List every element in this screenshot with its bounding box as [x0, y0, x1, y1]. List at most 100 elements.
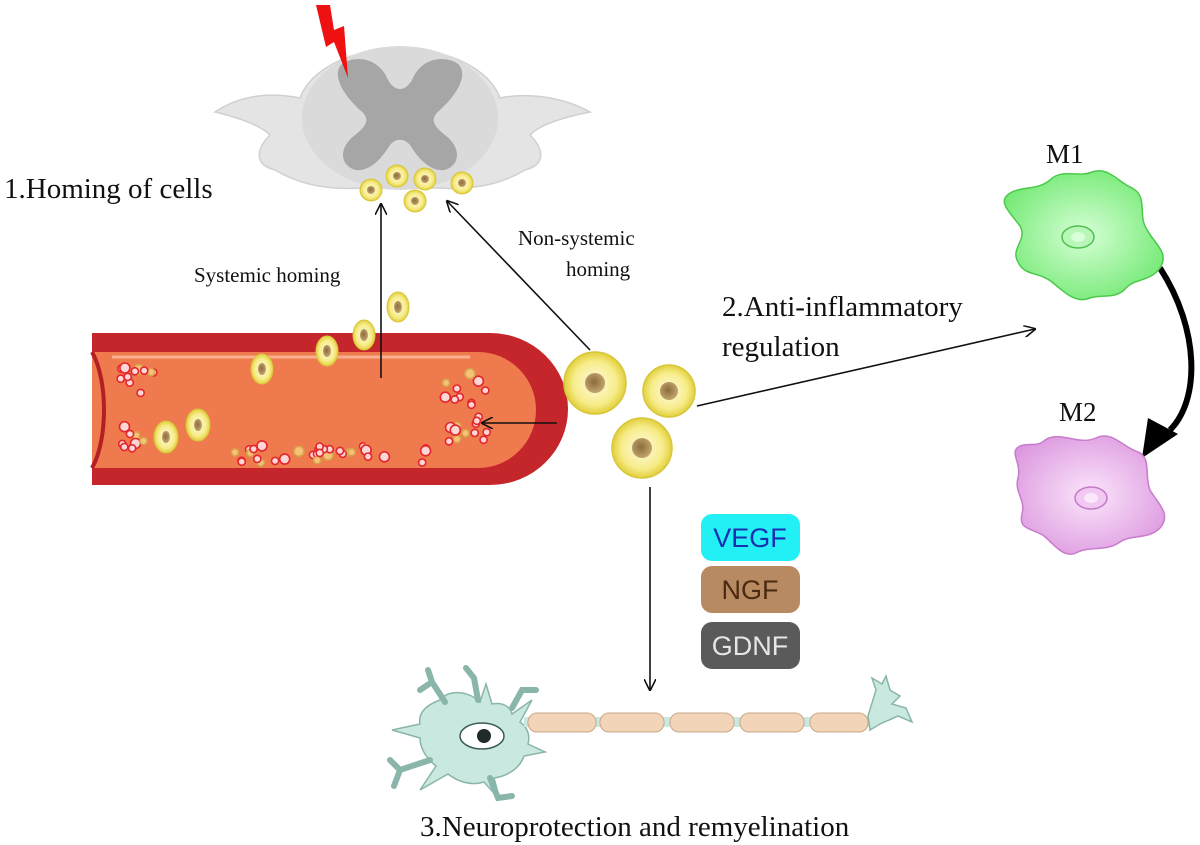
spinal-cord [213, 5, 593, 190]
myelin-sheaths [527, 712, 869, 733]
red-blood-cell [130, 366, 140, 376]
red-blood-cell [123, 372, 133, 382]
transplanted-stem-cells [563, 351, 696, 479]
neuron-dendrite [387, 757, 433, 789]
myelin-segment [669, 712, 735, 733]
anti-inflammatory-label-line1: 2.Anti-inflammatory [722, 291, 963, 323]
circulating-stem-cells [153, 291, 410, 454]
homed-cell [359, 178, 383, 202]
red-blood-cell [417, 458, 427, 467]
anti-inflammatory-label-line2: regulation [722, 331, 840, 363]
homed-cell [450, 171, 474, 195]
red-blood-cell [139, 436, 148, 446]
red-blood-cell [230, 447, 240, 457]
red-blood-cell [249, 444, 258, 454]
neuron-dendrite [463, 665, 481, 703]
red-blood-cell [347, 447, 356, 457]
neuron-dendrite [487, 775, 515, 802]
m1-macrophage [1003, 169, 1164, 301]
anti-inflammatory-arrow [696, 329, 1035, 407]
stem-cell-small [386, 291, 410, 323]
homed-cell [403, 189, 427, 213]
m1-to-m2-arrowhead [1142, 418, 1178, 458]
stem-cell-small [250, 353, 274, 385]
neuron-dendrite [417, 667, 448, 705]
red-blood-cell [449, 424, 462, 436]
red-blood-cell [461, 428, 470, 438]
red-blood-cell [312, 455, 322, 465]
stem-cell-large [642, 364, 696, 418]
red-blood-cell [480, 386, 490, 395]
m1-to-m2-arrow [1157, 266, 1195, 433]
red-blood-cell [472, 375, 485, 388]
red-blood-cell [116, 374, 126, 384]
homed-cell [413, 167, 437, 191]
red-blood-cell [363, 452, 373, 461]
myelin-segment [739, 712, 805, 733]
red-blood-cell [256, 440, 268, 452]
non-systemic-label-line1: Non-systemic [518, 226, 635, 250]
red-blood-cell [146, 367, 156, 377]
factor-gdnf-badge [701, 622, 800, 669]
neuron-dendrite [509, 687, 539, 711]
neuron [387, 665, 914, 802]
growth-factors: VEGF NGF GDNF [701, 514, 800, 669]
m2-macrophage [1014, 435, 1166, 555]
red-blood-cell [464, 367, 476, 380]
factor-vegf: VEGF [701, 514, 800, 561]
vessel-opening [90, 351, 106, 469]
red-blood-cell [315, 448, 325, 458]
non-systemic-label-line2: homing [566, 257, 631, 281]
non-systemic-homing-arrow [447, 201, 591, 351]
factor-ngf-label: NGF [722, 575, 779, 605]
red-blood-cell [139, 366, 149, 375]
red-blood-cell [419, 444, 432, 457]
red-blood-cell [439, 391, 452, 404]
factor-vegf-badge [701, 514, 800, 561]
red-blood-cell [127, 443, 137, 453]
red-blood-cell [278, 453, 291, 465]
red-blood-cell [452, 434, 462, 444]
red-blood-cell [441, 378, 451, 388]
homed-cells [359, 164, 474, 213]
m2-label: M2 [1059, 397, 1097, 427]
factor-gdnf: GDNF [701, 622, 800, 669]
homing-label: 1.Homing of cells [4, 173, 213, 205]
red-blood-cell [482, 427, 492, 437]
red-blood-cell [136, 388, 145, 398]
factor-vegf-label: VEGF [713, 523, 787, 553]
spinal-cord-grey-matter [337, 59, 463, 171]
red-blood-cell [378, 450, 391, 463]
stem-cell-large [611, 417, 673, 479]
factor-gdnf-label: GDNF [712, 631, 789, 661]
m1-label: M1 [1046, 139, 1084, 169]
red-blood-cell [472, 416, 482, 426]
stem-cell-small [153, 420, 179, 454]
red-blood-cell [444, 436, 454, 446]
red-blood-cell [252, 454, 262, 464]
arrows [381, 201, 1195, 690]
red-blood-cell [270, 456, 280, 466]
stem-cell-small [315, 335, 339, 367]
red-blood-cell [479, 435, 488, 445]
red-blood-cell [118, 420, 131, 433]
stem-cell-small [352, 319, 376, 351]
homed-cell [385, 164, 409, 188]
myelin-segment [809, 712, 869, 733]
red-blood-cell [119, 442, 129, 452]
red-blood-cell [293, 445, 305, 458]
myelin-segment [599, 712, 665, 733]
red-blood-cell [466, 400, 476, 410]
labels: 1.Homing of cells Systemic homing Non-sy… [4, 139, 1097, 843]
red-blood-cell [125, 429, 135, 439]
red-blood-cells [116, 362, 492, 468]
factor-ngf-badge [701, 566, 800, 613]
stem-cell-large [563, 351, 627, 415]
systemic-homing-label: Systemic homing [194, 263, 341, 287]
red-blood-cell [335, 446, 345, 456]
red-blood-cell [452, 384, 462, 393]
red-blood-cell [119, 362, 131, 374]
red-blood-cell [470, 428, 480, 438]
